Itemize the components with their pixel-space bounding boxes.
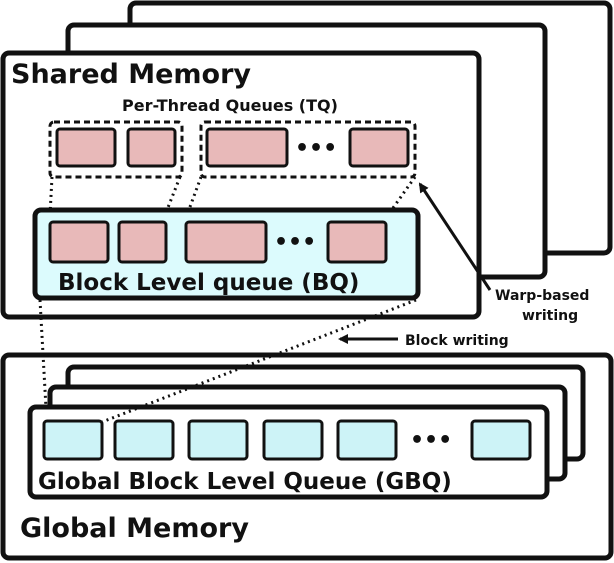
thread-queue-group-right <box>199 120 417 179</box>
gbq-cell <box>113 419 175 461</box>
thread-queue-cell <box>205 127 289 168</box>
block-queue-cell <box>184 220 268 264</box>
block-queue-cell <box>117 220 168 264</box>
gbq-label: Global Block Level Queue (GBQ) <box>38 469 452 495</box>
block-level-queue-label: Block Level queue (BQ) <box>58 270 359 296</box>
gbq-cell <box>470 419 532 461</box>
gbq-cell <box>42 419 104 461</box>
warp-based-label-line1: Warp-based <box>495 288 589 304</box>
gbq-cell <box>336 419 398 461</box>
warp-based-label-line2: writing <box>522 308 578 324</box>
warp-writing-arrow <box>418 182 492 291</box>
thread-queue-group-left <box>48 120 184 179</box>
thread-queue-cell <box>55 127 117 168</box>
gbq-ellipsis: ••• <box>410 428 452 453</box>
shared-memory-title: Shared Memory <box>11 59 251 90</box>
thread-queue-cell <box>126 127 177 168</box>
thread-queue-cell <box>348 127 410 168</box>
block-queue-cell <box>326 220 388 264</box>
block-queue-ellipsis: ••• <box>274 230 316 255</box>
bq-gbq-connectors <box>38 298 417 424</box>
thread-queue-ellipsis: ••• <box>295 136 337 161</box>
gbq-cell <box>187 419 249 461</box>
block-writing-label: Block writing <box>405 333 509 349</box>
gbq-cell <box>262 419 324 461</box>
global-memory-title: Global Memory <box>20 513 249 544</box>
per-thread-queues-label: Per-Thread Queues (TQ) <box>122 96 338 115</box>
block-queue-cell <box>48 220 110 264</box>
